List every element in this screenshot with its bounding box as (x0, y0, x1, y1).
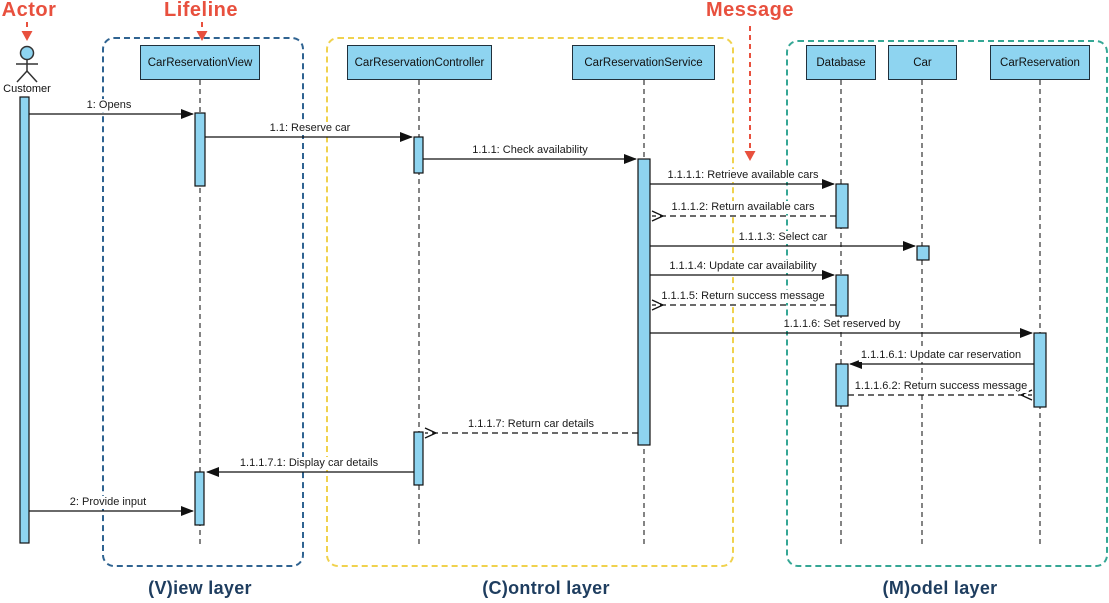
message-label-1-1-1-7: 1.1.1.7: Return car details (466, 418, 596, 431)
view-layer-label: (V)iew layer (148, 578, 252, 598)
return-arrows (425, 216, 1032, 433)
lifelines (199, 80, 1041, 548)
actor-annotation-label: Actor (1, 0, 57, 21)
message-label-1-1-1-1: 1.1.1.1: Retrieve available cars (665, 169, 821, 182)
model-layer-boundary (786, 40, 1108, 567)
actor-annotation-arrow (21, 22, 756, 161)
message-label-1-1-1-6-2: 1.1.1.6.2: Return success message (852, 380, 1030, 393)
lifeline-annotation-label: Lifeline (163, 0, 239, 21)
message-annotation-label: Message (706, 0, 794, 21)
participant-database: Database (806, 45, 876, 80)
message-label-1-1-1-3: 1.1.1.3: Select car (736, 231, 830, 244)
message-label-1-1: 1.1: Reserve car (267, 122, 353, 135)
message-label-1-1-1-6: 1.1.1.6: Set reserved by (781, 318, 903, 331)
message-label-1-1-1-5: 1.1.1.5: Return success message (659, 290, 827, 303)
actor-name: Customer (3, 83, 51, 95)
message-label-1-1-1-6-1: 1.1.1.6.1: Update car reservation (858, 349, 1024, 362)
message-label-1-1-1: 1.1.1: Check availability (470, 144, 590, 157)
model-layer-label: (M)odel layer (882, 578, 998, 598)
control-layer-label: (C)ontrol layer (482, 578, 610, 598)
activation-bars (19, 96, 1047, 544)
participant-car-reservation: CarReservation (990, 45, 1090, 80)
participant-car-reservation-view: CarReservationView (140, 45, 260, 80)
message-label-1-1-1-7-1: 1.1.1.7.1: Display car details (237, 457, 381, 470)
message-label-2: 2: Provide input (67, 496, 149, 509)
participant-car-reservation-service: CarReservationService (572, 45, 715, 80)
call-arrows (29, 109, 1034, 516)
message-label-1-1-1-4: 1.1.1.4: Update car availability (667, 260, 819, 273)
message-label-1-1-1-2: 1.1.1.2: Return available cars (669, 201, 817, 214)
message-label-1: 1: Opens (84, 99, 134, 112)
participant-car: Car (888, 45, 957, 80)
participant-car-reservation-controller: CarReservationController (347, 45, 492, 80)
actor-icon (16, 45, 38, 83)
